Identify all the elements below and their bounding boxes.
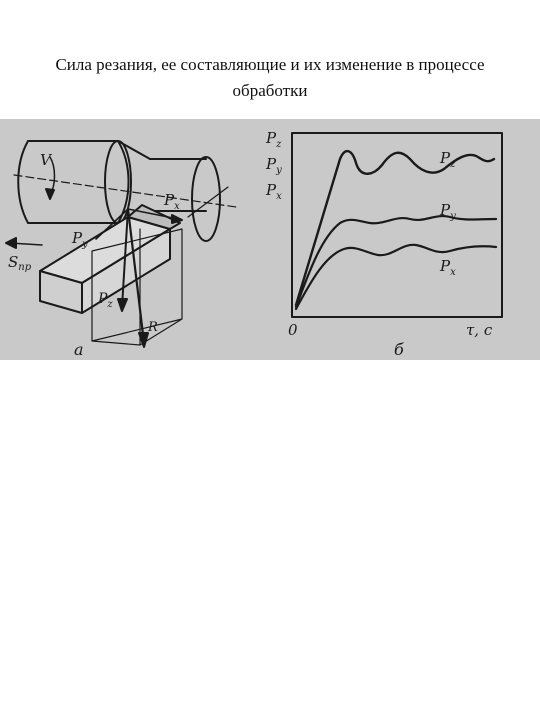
- figure-panel: V Sпр Px Py Pz R а Pz Py Px 0 τ, с Pz Py…: [0, 119, 540, 360]
- y-axis-label-py-sub: y: [275, 165, 282, 176]
- curve-pz: [294, 150, 496, 307]
- tool-side-face: [81, 228, 171, 314]
- px-label-sub: x: [174, 201, 180, 212]
- feed-label-sub: пр: [18, 262, 31, 273]
- y-axis-label-py: Py: [265, 155, 282, 176]
- pz-label-sub: z: [106, 299, 113, 310]
- workpiece-axis: [13, 174, 237, 208]
- y-axis-label-pz: Pz: [265, 129, 282, 150]
- force-pz-vector: [121, 208, 129, 308]
- end-cross-line: [187, 186, 229, 218]
- force-box: [91, 228, 183, 346]
- v-label: V: [40, 151, 53, 169]
- page-title: Сила резания, ее составляющие и их измен…: [0, 52, 540, 104]
- py-label-main: P: [71, 229, 83, 247]
- figure-b-caption: б: [394, 340, 404, 359]
- py-label-sub: y: [81, 239, 88, 250]
- force-py-vector: [95, 208, 129, 240]
- curve-py: [294, 215, 498, 309]
- figure-a: [5, 140, 237, 348]
- y-axis-label-px-sub: x: [276, 191, 282, 202]
- curve-label-pz-sub: z: [449, 159, 456, 170]
- curve-label-px: Px: [439, 257, 456, 278]
- curve-label-py-main: P: [439, 201, 451, 219]
- title-line-2: обработки: [232, 81, 308, 100]
- feed-label-main: S: [8, 253, 18, 271]
- x-axis-label: τ, с: [466, 321, 493, 339]
- curve-label-px-main: P: [439, 257, 451, 275]
- figure-svg: V Sпр Px Py Pz R а Pz Py Px 0 τ, с Pz Py…: [5, 129, 503, 359]
- workpiece-end-ellipse: [191, 156, 221, 242]
- curve-label-py: Py: [439, 201, 456, 222]
- figure-a-caption: а: [74, 340, 84, 359]
- feed-arrowhead-icon: [5, 237, 17, 249]
- feed-label: Sпр: [8, 253, 32, 273]
- curve-label-pz-main: P: [439, 149, 451, 167]
- r-label: R: [147, 320, 158, 335]
- py-label: Py: [71, 229, 88, 250]
- curve-label-py-sub: y: [449, 211, 456, 222]
- pz-label-main: P: [97, 291, 108, 307]
- force-r-vector: [126, 207, 146, 345]
- rotation-arrowhead-icon: [45, 188, 55, 200]
- curve-label-px-sub: x: [450, 267, 456, 278]
- figure-b: [291, 132, 503, 318]
- curve-px: [294, 243, 498, 311]
- graph-frame: [291, 132, 503, 318]
- y-axis-label-py-main: P: [265, 155, 277, 173]
- pz-label: Pz: [97, 291, 113, 310]
- force-px-vector: [127, 208, 179, 220]
- force-px-arrowhead: [171, 214, 183, 224]
- workpiece-cylinder-large: [17, 140, 130, 224]
- px-label: Px: [163, 191, 180, 212]
- curve-label-pz: Pz: [439, 149, 456, 170]
- y-axis-label-px-main: P: [265, 181, 277, 199]
- y-axis-label-pz-main: P: [265, 129, 277, 147]
- px-label-main: P: [163, 191, 175, 209]
- force-pz-arrowhead: [117, 298, 128, 312]
- force-r-arrowhead: [138, 332, 149, 348]
- y-axis-label-pz-sub: z: [275, 139, 282, 150]
- y-axis-label-px: Px: [265, 181, 282, 202]
- title-line-1: Сила резания, ее составляющие и их измен…: [55, 55, 485, 74]
- origin-label: 0: [288, 321, 298, 339]
